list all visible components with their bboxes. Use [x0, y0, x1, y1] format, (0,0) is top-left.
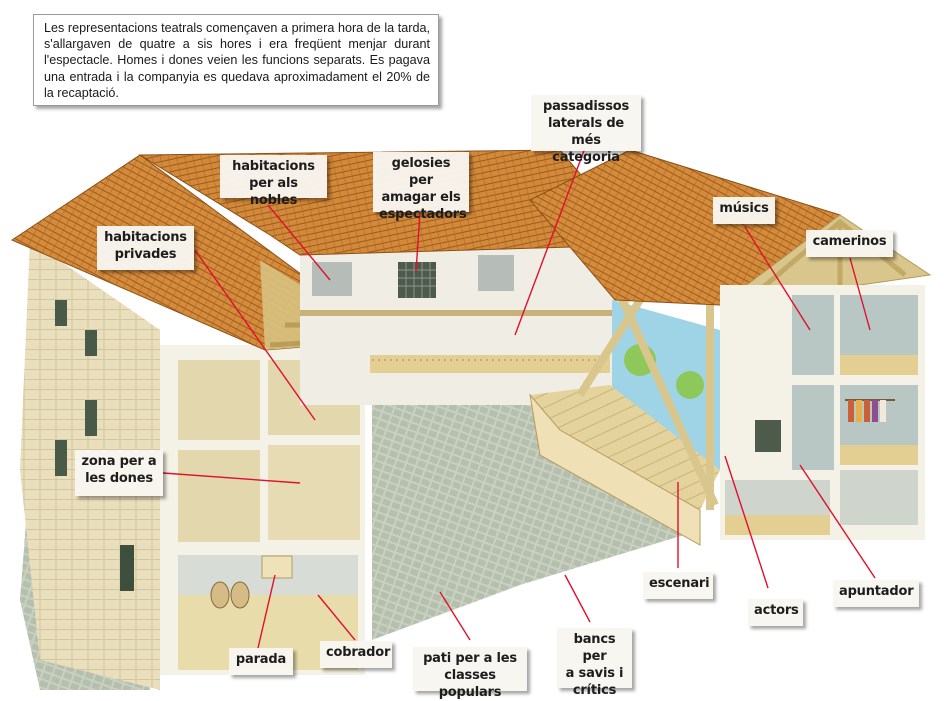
- label-camerinos: camerinos: [806, 230, 893, 257]
- window: [55, 440, 67, 476]
- intro-text-box: Les representacions teatrals començaven …: [33, 14, 439, 106]
- back-gallery-wall: [300, 245, 630, 405]
- label-cobrador: cobrador: [320, 641, 392, 668]
- label-passadissos: passadissos laterals de més categoria: [531, 95, 641, 165]
- leader-line-zona-dones: [162, 472, 301, 484]
- stage-floor: [530, 385, 720, 510]
- stage-front: [529, 393, 701, 546]
- leader-line-habitacions-nobles: [267, 204, 331, 281]
- noble-window: [478, 255, 514, 291]
- courtyard-floor: [372, 395, 700, 640]
- noble-window: [312, 262, 352, 296]
- label-zona-dones: zona per a les dones: [75, 450, 163, 496]
- leader-line-passadissos: [514, 147, 586, 336]
- barrel: [230, 581, 250, 609]
- leader-line-cobrador: [317, 594, 356, 641]
- window: [85, 330, 97, 356]
- label-musics: músics: [713, 197, 775, 224]
- leader-lines: [162, 147, 876, 649]
- label-actors: actors: [748, 599, 803, 626]
- label-apuntador: apuntador: [833, 580, 919, 607]
- label-escenari: escenari: [643, 572, 713, 599]
- leader-line-apuntador: [799, 464, 876, 579]
- label-habitacions-nobles: habitacions per als nobles: [220, 155, 327, 208]
- leader-line-parada: [257, 574, 276, 649]
- leader-line-gelosies: [415, 211, 421, 273]
- label-pati: pati per a les classes populars: [413, 647, 527, 700]
- window: [55, 300, 67, 326]
- label-parada: parada: [229, 648, 293, 675]
- leader-line-pati: [439, 591, 471, 641]
- leader-line-musics: [744, 226, 811, 331]
- window: [120, 545, 134, 591]
- stall-counter: [261, 555, 293, 579]
- barrel: [210, 581, 230, 609]
- leader-line-actors: [724, 455, 769, 589]
- label-bancs: bancs per a savis i crítics: [557, 628, 632, 698]
- label-habitacions-privades: habitacions privades: [97, 226, 194, 270]
- leader-line-bancs: [564, 574, 591, 623]
- window: [85, 400, 97, 436]
- leader-line-camerinos: [849, 257, 871, 331]
- leader-line-habitacions-privades: [194, 249, 316, 421]
- label-gelosies: gelosies per amagar els espectadors: [373, 152, 469, 222]
